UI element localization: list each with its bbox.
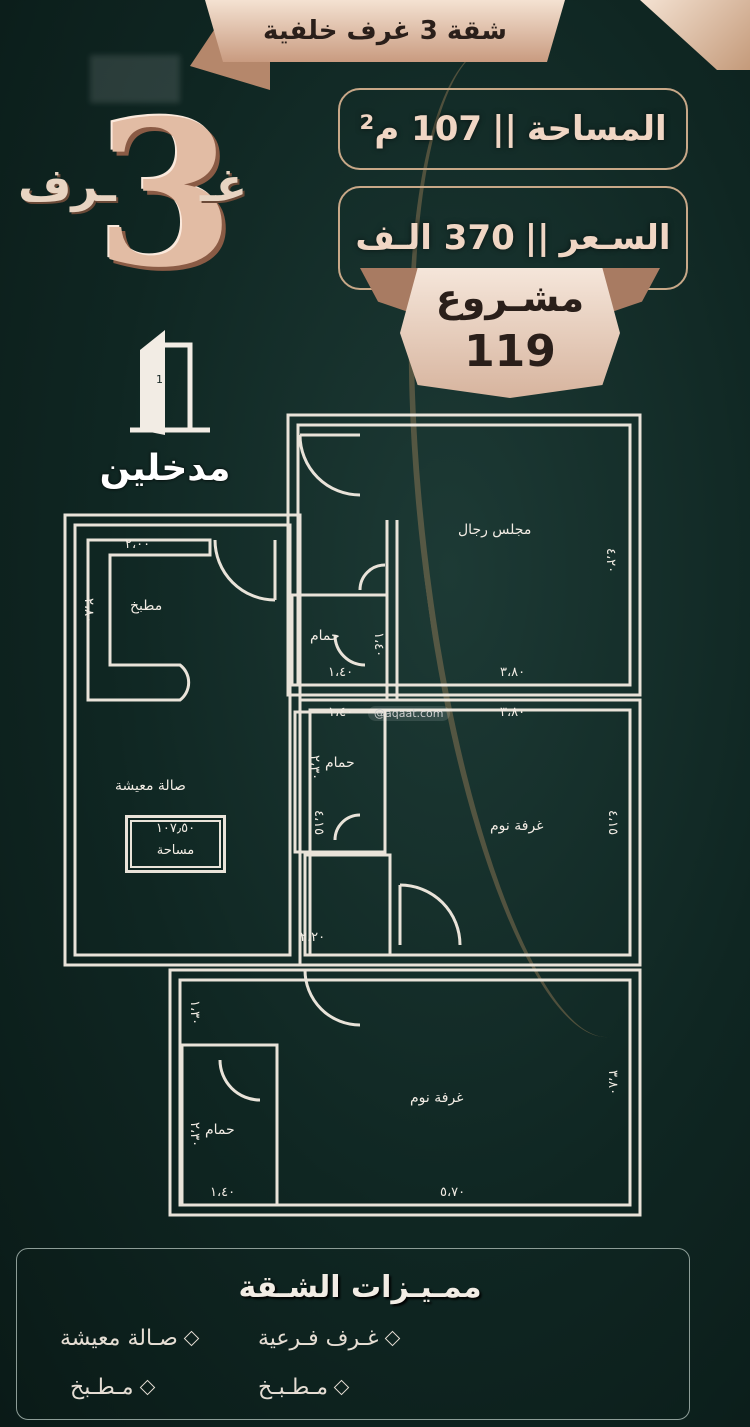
room-bath-3: حمام [205, 1122, 235, 1138]
rooms-count-number: 3 [95, 77, 235, 312]
watermark: @aqaat.com [368, 706, 450, 721]
area-value: 107 م² [359, 109, 483, 149]
dim-majlis-width: ٣،٨٠ [500, 665, 526, 680]
title-ribbon: شقة 3 غرف خلفية [205, 0, 565, 62]
rooms-word-left: ـرف [18, 158, 116, 212]
diamond-icon [139, 1379, 155, 1396]
room-living: صالة معيشة [115, 778, 186, 794]
project-number: 119 [464, 326, 556, 377]
corner-ribbon [640, 0, 750, 70]
feature-label: غـرف فـرعية [258, 1326, 379, 1351]
dim-small-height: ١،٣٠ [187, 1000, 202, 1026]
dim-bath3-height: ٢،٣٠ [187, 1122, 202, 1148]
room-majlis: مجلس رجال [458, 522, 532, 538]
room-bath-2: حمام [325, 755, 355, 771]
feature-label: مـطـبخ [70, 1375, 134, 1400]
price-label: السـعر [559, 218, 671, 258]
room-bedroom-1: غرفة نوم [490, 818, 544, 834]
dim-corridor-width: ٢،٢٠ [300, 930, 326, 945]
dim-bedroom2-height: ٣،٨٠ [605, 1070, 620, 1096]
project-badge [400, 268, 620, 398]
features-title: ممـيـزات الشـقة [238, 1270, 482, 1305]
diamond-icon [183, 1330, 200, 1347]
project-label: مشـروع [435, 276, 585, 320]
feature-item: صـالة معيشة [60, 1326, 200, 1351]
price-value: 370 الـف [355, 218, 515, 258]
feature-label: مـطـبـخ [258, 1375, 329, 1400]
rooms-word-right: غـ [200, 158, 248, 212]
floor-plan-walls [63, 413, 642, 1217]
feature-label: صـالة معيشة [60, 1326, 178, 1351]
dim-bath2-height: ٢،٣٠ [307, 755, 322, 781]
area-box-label: مساحة [156, 843, 195, 858]
dim-bedroom1-width: ٣،٨٠ [500, 705, 526, 720]
floor-plan: مجلس رجال مطبخ حمام حمام صالة معيشة غرفة… [60, 410, 680, 1230]
blurred-logo [90, 55, 180, 103]
door-icon: 1 [120, 325, 220, 435]
feature-item: مـطـبخ [70, 1375, 155, 1400]
feature-item: غـرف فـرعية [258, 1326, 400, 1351]
features-panel [16, 1248, 690, 1420]
dim-bath3-width: ١،٤٠ [210, 1185, 236, 1200]
dim-corridor-height: ٤،١٥ [311, 810, 326, 836]
entrances-label: مدخلين [99, 448, 231, 489]
diamond-icon [333, 1379, 350, 1396]
dim-bath1-height: ١،٤٠ [371, 632, 386, 658]
area-separator: || [492, 109, 517, 149]
price-box: السـعر || 370 الـف [338, 186, 688, 290]
room-bath-1: حمام [310, 628, 340, 644]
dim-majlis-height: ٤،٢٠ [603, 548, 618, 574]
entrances-count: 1 [156, 373, 163, 386]
dim-kitchen-width: ٢،٠٠ [125, 537, 151, 552]
room-bedroom-2: غرفة نوم [410, 1090, 464, 1106]
living-area-box: ١٠٧٫٥٠ مساحة [125, 815, 226, 873]
area-box: المساحة || 107 م² [338, 88, 688, 170]
room-kitchen: مطبخ [130, 598, 163, 614]
page-title: شقة 3 غرف خلفية [263, 16, 507, 46]
diamond-icon [384, 1330, 400, 1347]
area-box-value: ١٠٧٫٥٠ [155, 821, 196, 836]
dim-bath1-top: ١،٤٠ [328, 705, 354, 720]
price-separator: || [524, 218, 550, 258]
feature-item: مـطـبـخ [258, 1375, 350, 1400]
dim-kitchen-height: ٢،٨٠ [81, 598, 96, 624]
dim-bedroom2-width: ٥،٧٠ [440, 1185, 466, 1200]
dim-bedroom1-height: ٤،١٥ [605, 810, 620, 836]
dim-bath1-width: ١،٤٠ [328, 665, 354, 680]
area-label: المساحة [526, 109, 667, 149]
